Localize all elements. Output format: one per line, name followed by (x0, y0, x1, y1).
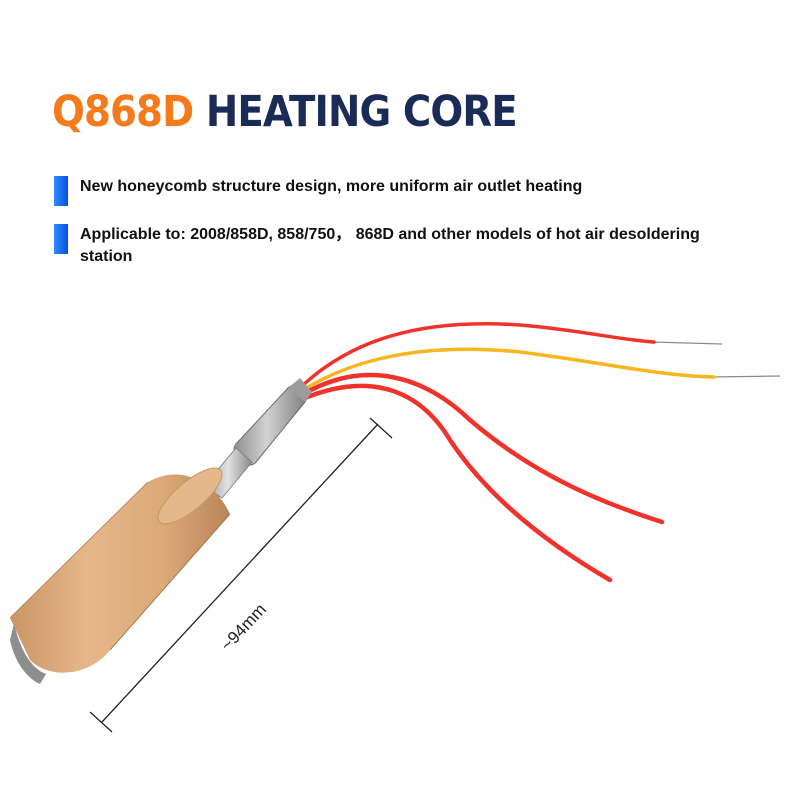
feature-list: New honeycomb structure design, more uni… (54, 176, 754, 268)
dimension-indicator (89, 417, 393, 733)
dimension-line (101, 423, 379, 723)
title-product: HEATING CORE (205, 87, 518, 137)
wire-tip (711, 375, 781, 378)
wire-tip (651, 341, 723, 345)
heat-shrink-sleeve (233, 378, 312, 466)
title-model: Q868D (52, 87, 194, 137)
bullet-marker (54, 176, 68, 206)
dimension-end-cap (89, 711, 113, 733)
dimension-label: ~94mm (217, 600, 270, 655)
feature-text: Applicable to: 2008/858D, 858/750， 868D … (80, 226, 700, 265)
red-wire (298, 321, 656, 390)
wire-tips (651, 341, 781, 378)
bullet-marker (54, 224, 68, 254)
feature-text: New honeycomb structure design, more uni… (80, 178, 583, 195)
feature-item: New honeycomb structure design, more uni… (54, 176, 754, 206)
ceramic-heating-tube (9, 467, 231, 684)
tube-top-end (157, 467, 223, 525)
feature-item: Applicable to: 2008/858D, 858/750， 868D … (54, 224, 754, 268)
dimension-end-cap (369, 417, 393, 439)
lead-wires (297, 321, 716, 583)
page-title: Q868D HEATING CORE (52, 82, 518, 142)
yellow-wire (298, 347, 716, 394)
red-wire (297, 383, 613, 583)
tube-metal-cap (10, 624, 46, 684)
red-wire (297, 372, 665, 525)
